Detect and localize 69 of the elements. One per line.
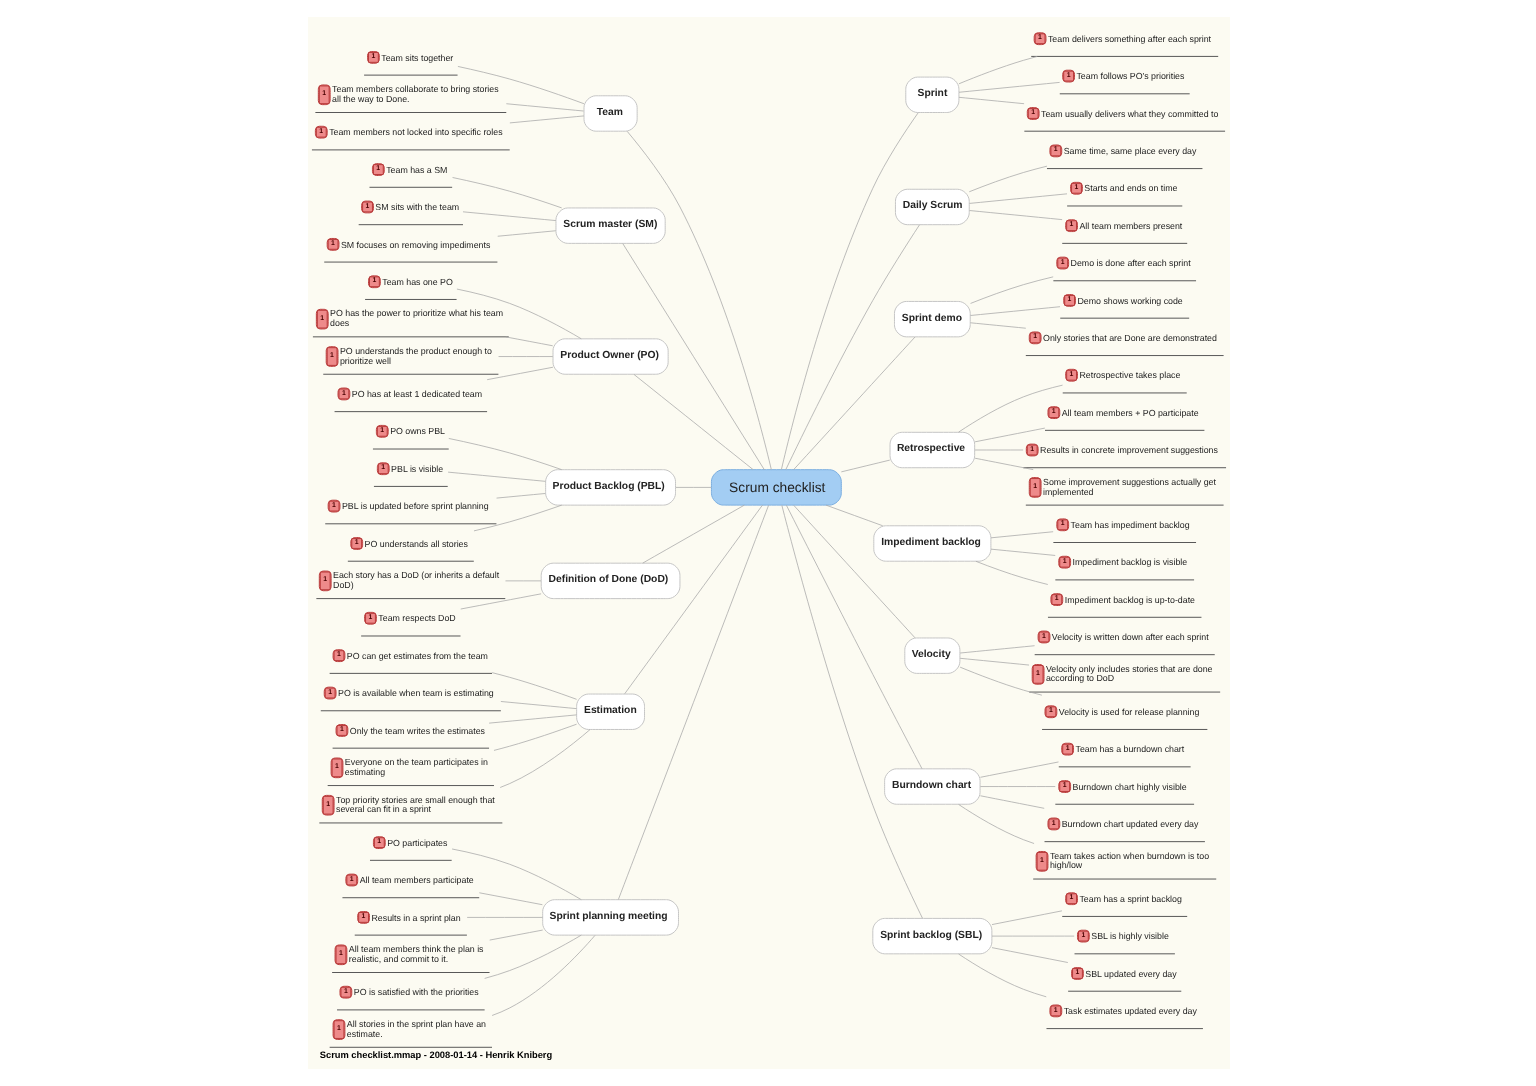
connector (958, 645, 1034, 654)
connector (472, 504, 562, 532)
connector (504, 103, 583, 112)
connector (989, 531, 1053, 539)
connector (497, 356, 553, 357)
connector (492, 723, 576, 751)
connector (784, 224, 919, 470)
connector (446, 471, 545, 482)
connector (968, 193, 1067, 204)
connector (617, 505, 768, 900)
connector (957, 804, 1034, 844)
connector (780, 112, 918, 471)
connector (969, 276, 1053, 304)
connector (969, 306, 1060, 316)
connector (621, 243, 764, 471)
connector (504, 580, 541, 582)
connector (504, 336, 553, 347)
connector (957, 56, 1037, 85)
connector (969, 322, 1026, 329)
connector (974, 560, 1048, 585)
connector (990, 910, 1062, 925)
connector (488, 929, 543, 941)
connector (967, 165, 1047, 193)
connector (465, 917, 543, 918)
connector (455, 288, 581, 340)
connector (459, 593, 541, 610)
connector (461, 211, 556, 221)
connector (989, 548, 1055, 556)
connector (490, 935, 595, 1016)
connector (792, 505, 915, 639)
connector (957, 953, 1046, 998)
connector (508, 115, 584, 124)
connector (990, 935, 1074, 937)
connector (674, 487, 711, 488)
connector (979, 761, 1058, 778)
connector (957, 82, 1060, 93)
connector (632, 374, 753, 470)
connector (625, 130, 771, 470)
connector (490, 672, 576, 700)
connector (456, 66, 584, 105)
connector (487, 714, 576, 724)
connector (451, 177, 562, 209)
connector (641, 504, 744, 564)
connector (792, 336, 915, 470)
connector (450, 848, 581, 901)
connector (623, 504, 762, 695)
connector (957, 96, 1024, 105)
connector (968, 210, 1062, 220)
connector (958, 666, 1042, 696)
connector (824, 504, 883, 527)
connector (496, 230, 556, 237)
connector (483, 934, 581, 979)
connector (495, 493, 545, 499)
connector (957, 384, 1062, 433)
connector (785, 504, 922, 770)
connector (780, 504, 922, 919)
connector (477, 892, 542, 906)
connector (973, 427, 1045, 443)
connector (498, 729, 590, 788)
connector (447, 438, 562, 471)
connector (990, 947, 1068, 963)
connector (973, 457, 1033, 471)
connector (839, 459, 890, 473)
connector (979, 786, 1055, 787)
connector (958, 657, 1029, 666)
connector (499, 701, 576, 709)
connector (979, 795, 1044, 809)
connector (485, 366, 553, 381)
connector (973, 449, 1023, 451)
